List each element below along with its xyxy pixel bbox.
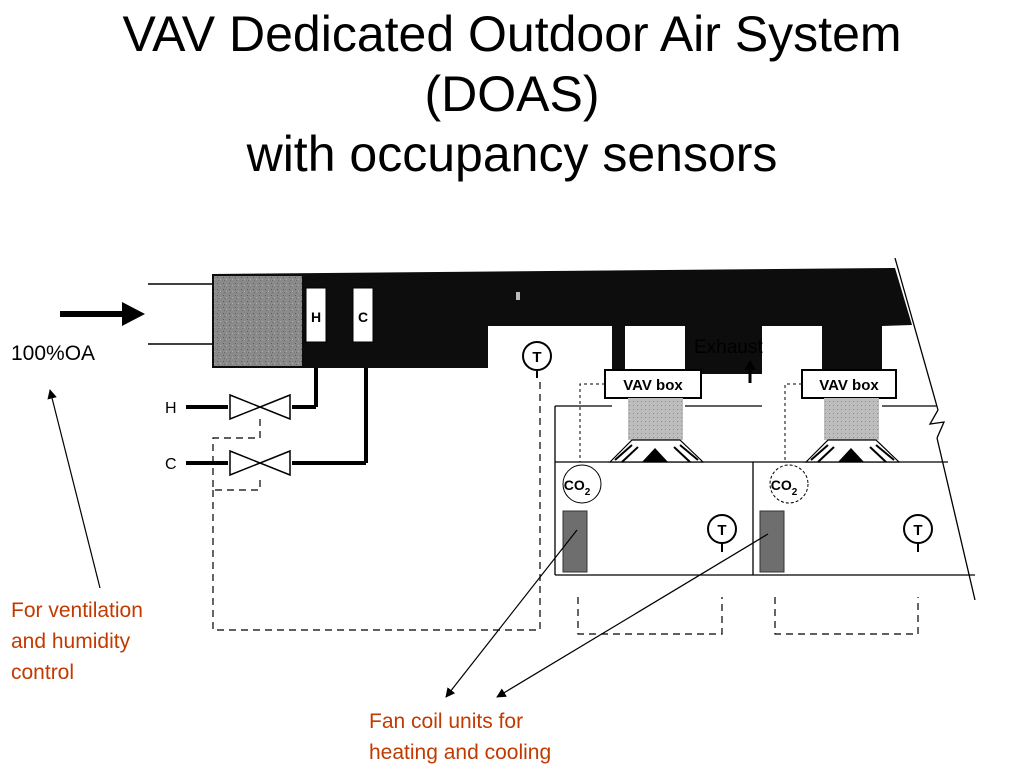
chilled-water-valve [229,449,291,477]
exhaust-arrow [744,360,756,383]
vav-box-1-label: VAV box [623,377,683,394]
cooling-coil-label: C [358,309,368,325]
ventilation-note-line-3: control [11,661,75,684]
fancoil-1-callout-line [445,529,578,698]
chilled-water-pipe [186,368,368,465]
vav-box-2-label: VAV box [819,377,879,394]
supply-duct [212,268,912,374]
valve-control-links [212,380,541,631]
heating-coil-label: H [311,309,321,325]
slide-title: VAV Dedicated Outdoor Air System (DOAS) … [0,4,1024,184]
co2-sensor-1-subscript: 2 [585,487,591,498]
co2-sensor-2: CO2 [769,464,809,504]
chilled-water-label: C [165,456,177,473]
duct-thermostat-label: T [532,349,541,366]
oa-callout-line [47,389,101,589]
title-line-1: VAV Dedicated Outdoor Air System [122,6,902,62]
fancoil-2-callout-line [496,533,769,698]
svg-text:CO2: CO2 [564,477,591,498]
fancoil-note-line-1: Fan coil units for [369,710,524,733]
room-control-links [577,597,919,635]
outdoor-air-label: 100%OA [11,342,96,365]
heating-coil [305,287,327,343]
fancoil-note-line-2: heating and cooling [369,741,552,764]
ventilation-note: For ventilation and humidity control [11,595,143,688]
co2-sensor-1: CO2 [562,464,602,504]
fancoil-note: Fan coil units for heating and cooling [369,706,551,768]
hot-water-valve [229,393,291,421]
room-2-thermostat: T [903,514,933,552]
diffuser-1-vanes [614,444,699,463]
co2-sensor-1-label: CO [564,477,585,493]
co2-sensor-2-subscript: 2 [792,487,798,498]
outdoor-air-arrow [60,302,145,326]
hot-water-label: H [165,400,177,417]
title-line-3: with occupancy sensors [246,126,778,182]
hot-water-pipe [186,368,318,409]
vav-box-1-duct [628,398,683,440]
duct-thermostat: T [522,341,552,378]
room-1-thermostat: T [707,514,737,552]
co2-sensor-links [579,383,802,462]
room-1-thermostat-label: T [717,522,726,539]
diffuser-2-core [838,448,864,462]
diffuser-1-core [642,448,668,462]
exhaust-label: Exhaust [694,337,763,358]
cooling-coil [352,287,374,343]
filter [214,276,302,366]
title-line-2: (DOAS) [424,66,600,122]
ventilation-note-line-2: and humidity [11,630,131,653]
duct-damper [516,292,520,300]
svg-text:CO2: CO2 [771,477,798,498]
fan-coil-unit-2 [759,510,785,573]
fan-coil-unit-1 [562,510,588,573]
diffuser-2-vanes [810,444,895,463]
vav-box-2-duct [824,398,879,440]
room-2-thermostat-label: T [913,522,922,539]
ventilation-note-line-1: For ventilation [11,599,143,622]
co2-sensor-2-label: CO [771,477,792,493]
